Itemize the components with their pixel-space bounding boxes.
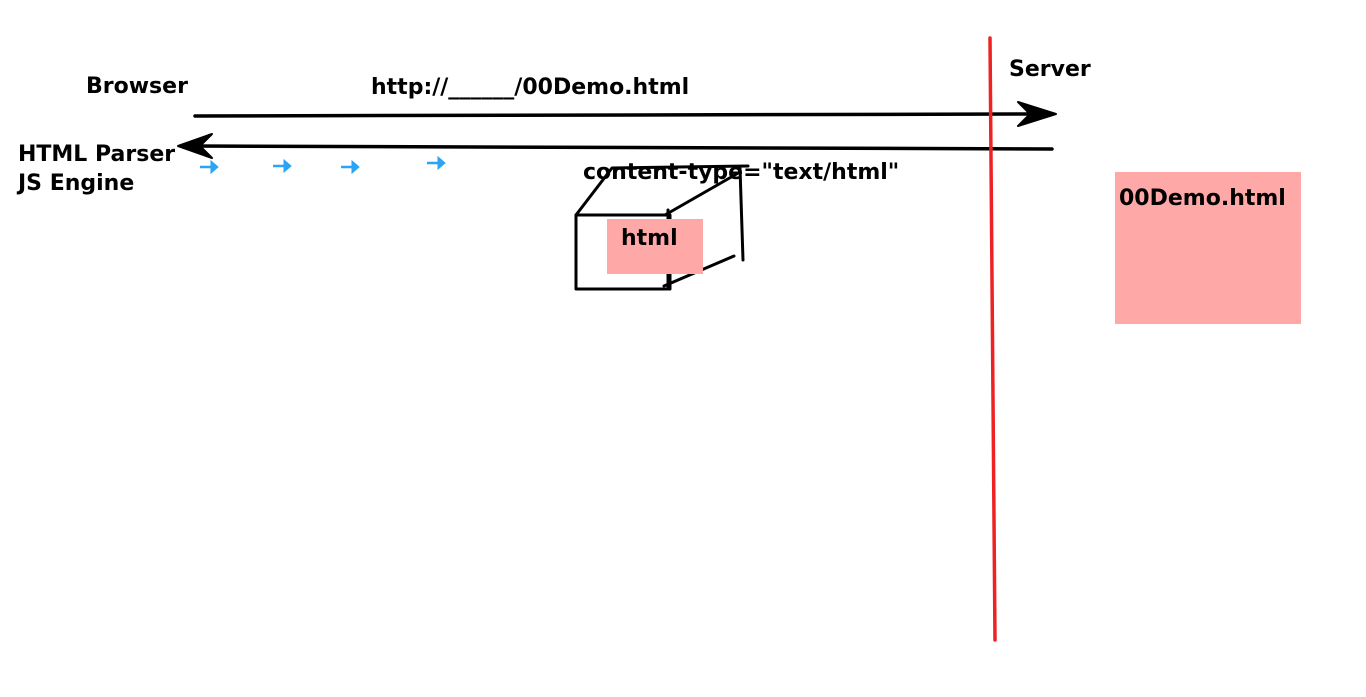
request-arrow [193,101,1057,127]
response-arrow [177,133,1054,159]
server-boundary-line [988,36,997,642]
flow-arrow-icon [427,155,446,171]
browser-label: Browser [86,74,188,99]
package-label: html [621,226,678,251]
js-engine-label: JS Engine [18,171,135,196]
flow-arrow-icon [341,159,360,175]
server-file-note [1115,172,1301,324]
package-note [607,219,703,274]
url-label: http://______/00Demo.html [371,75,690,100]
content-type-label: content-type="text/html" [583,160,900,185]
flow-arrow-icon [273,158,292,174]
server-file-label: 00Demo.html [1119,186,1286,211]
html-parser-label: HTML Parser [18,142,176,167]
flow-arrow-icon [200,159,219,175]
server-label: Server [1009,57,1091,82]
